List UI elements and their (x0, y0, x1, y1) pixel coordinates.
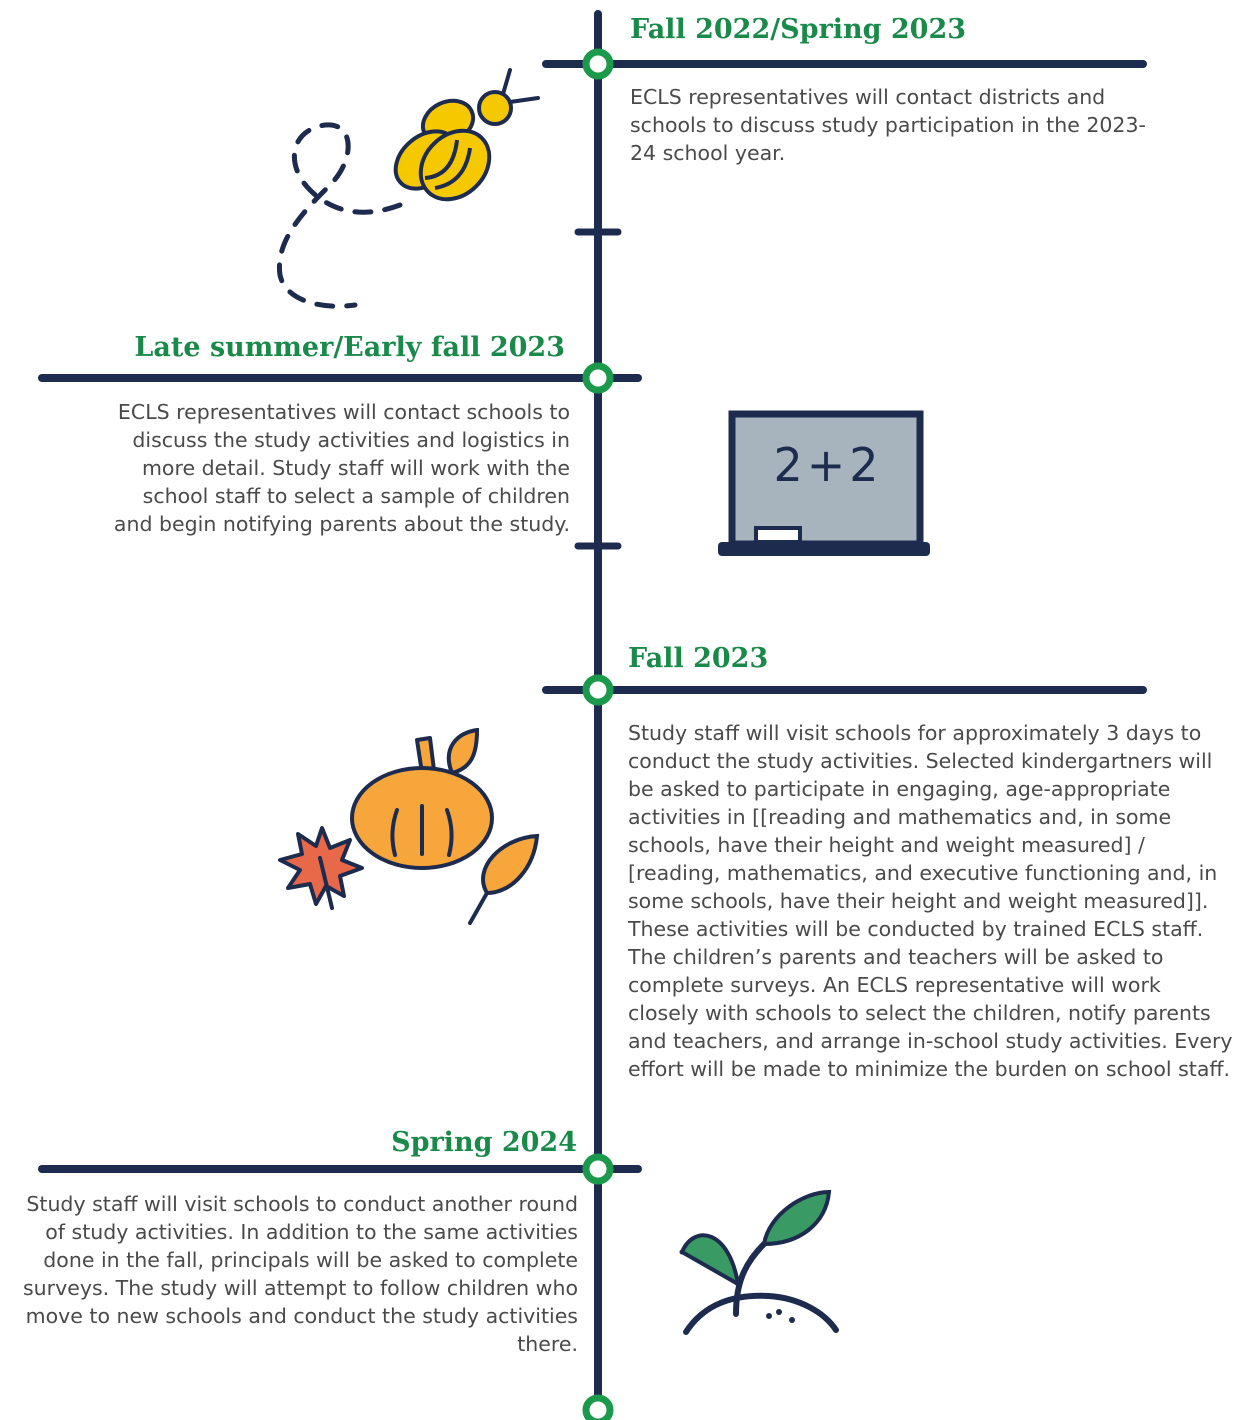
event-heading-3: Fall 2023 (628, 643, 769, 674)
event-heading-2: Late summer/Early fall 2023 (134, 332, 565, 363)
timeline-node-3 (582, 674, 614, 706)
event-heading-4: Spring 2024 (391, 1127, 577, 1158)
chalkboard-icon: 2+2 (716, 410, 932, 562)
timeline-node-1 (582, 48, 614, 80)
timeline-node-4 (582, 1153, 614, 1185)
event-text-4: Study staff will visit schools to conduc… (22, 1192, 578, 1356)
event-heading-1: Fall 2022/Spring 2023 (630, 14, 967, 45)
bee-icon (276, 68, 540, 309)
event-text-3: Study staff will visit schools for appro… (628, 721, 1233, 1081)
pumpkin-icon (278, 728, 540, 925)
event-text-1: ECLS representatives will contact distri… (630, 85, 1146, 165)
chalkboard-text: 2+2 (773, 438, 883, 492)
event-text-2: ECLS representatives will contact school… (113, 400, 570, 536)
timeline-node-2 (582, 362, 614, 394)
sprout-icon (679, 1189, 839, 1335)
timeline-node-end (582, 1394, 614, 1420)
